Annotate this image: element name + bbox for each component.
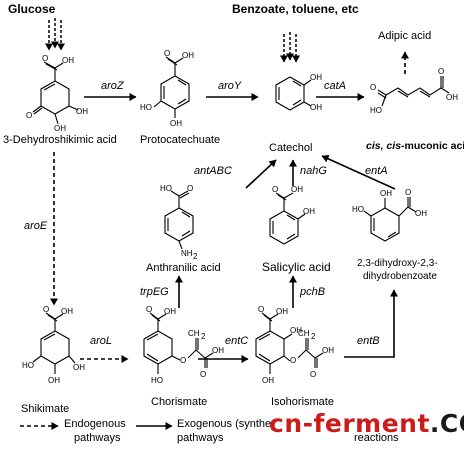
arrow-entA xyxy=(321,155,396,190)
svg-text:OH: OH xyxy=(61,307,73,316)
svg-text:O: O xyxy=(200,370,206,379)
svg-text:O: O xyxy=(26,111,32,120)
benzoate-input-arrows xyxy=(280,32,300,63)
structure-bonds xyxy=(32,56,450,374)
muconic-name: cis, cis-muconic acid xyxy=(366,140,464,152)
enzyme-antABC: antABC xyxy=(194,165,232,177)
enzyme-entB: entB xyxy=(357,335,380,347)
enzyme-aroZ: aroZ xyxy=(101,80,124,92)
svg-text:O: O xyxy=(180,356,186,365)
anthranilic-name: Anthranilic acid xyxy=(146,262,221,274)
dhb-name-line2: dihydrobenzoate xyxy=(363,271,437,282)
legend-reactions: reactions xyxy=(354,432,399,444)
svg-text:HO: HO xyxy=(140,103,152,112)
svg-text:OH: OH xyxy=(73,363,85,372)
adipic-name: Adipic acid xyxy=(378,30,432,42)
svg-text:O: O xyxy=(42,54,48,63)
salicylic-name: Salicylic acid xyxy=(262,260,331,274)
svg-text:O: O xyxy=(272,185,278,194)
svg-text:O: O xyxy=(187,184,193,193)
glucose-input-arrows xyxy=(45,18,65,51)
legend-exogenous-1: Exogenous (synthe xyxy=(177,418,272,430)
svg-text:O: O xyxy=(370,83,376,92)
svg-text:O: O xyxy=(258,305,264,314)
enzyme-aroL: aroL xyxy=(90,335,113,347)
enzyme-entC: entC xyxy=(225,335,249,347)
svg-text:O: O xyxy=(146,305,152,314)
svg-text:O: O xyxy=(164,49,170,58)
svg-text:OH: OH xyxy=(170,119,182,128)
chorismate-name: Chorismate xyxy=(151,396,208,408)
isochorismate-name: Isohorismate xyxy=(271,396,334,408)
svg-text:OH: OH xyxy=(291,185,303,194)
enzyme-aroE: aroE xyxy=(24,220,48,232)
svg-text:2: 2 xyxy=(193,252,198,261)
svg-text:OH: OH xyxy=(76,107,88,116)
svg-text:OH: OH xyxy=(276,307,288,316)
svg-text:OH: OH xyxy=(164,307,176,316)
svg-text:OH: OH xyxy=(290,326,302,335)
dhs-name: 3-Dehydroshikimic acid xyxy=(3,134,117,146)
shikimate-name: Shikimate xyxy=(21,403,70,415)
arrow-entB xyxy=(344,289,398,358)
arrow-antABC xyxy=(245,159,277,189)
benzoate-label: Benzoate, toluene, etc xyxy=(232,2,359,16)
atom-labels: OH O O OH OH OH O HO OH OH OH O HO O OH … xyxy=(22,49,458,385)
svg-text:2: 2 xyxy=(201,332,206,341)
enzyme-entA: entA xyxy=(365,165,388,177)
svg-text:O: O xyxy=(310,370,316,379)
enzyme-trpEG: trpEG xyxy=(140,286,169,298)
svg-text:HO: HO xyxy=(160,184,172,193)
svg-text:OH: OH xyxy=(62,56,74,65)
enzyme-aroY: aroY xyxy=(218,80,242,92)
svg-text:CH: CH xyxy=(188,329,200,338)
svg-text:NH: NH xyxy=(181,249,193,258)
svg-text:OH: OH xyxy=(48,376,60,385)
svg-text:OH: OH xyxy=(322,346,334,355)
svg-text:OH: OH xyxy=(310,103,322,112)
svg-text:O: O xyxy=(438,67,444,76)
svg-text:OH: OH xyxy=(415,209,427,218)
svg-text:OH: OH xyxy=(446,93,458,102)
legend-exogenous-2: pathways xyxy=(177,432,224,444)
svg-text:CH: CH xyxy=(298,329,310,338)
dashed-arrows xyxy=(50,51,409,363)
solid-arrows xyxy=(84,93,398,363)
glucose-label: Glucose xyxy=(8,2,56,16)
svg-text:OH: OH xyxy=(303,207,315,216)
svg-text:OH: OH xyxy=(262,376,274,385)
svg-text:HO: HO xyxy=(352,205,364,214)
svg-text:O: O xyxy=(290,356,296,365)
svg-text:HO: HO xyxy=(370,106,382,115)
svg-text:OH: OH xyxy=(212,346,224,355)
protocatechuate-name: Protocatechuate xyxy=(140,134,221,146)
svg-text:OH: OH xyxy=(182,51,194,60)
svg-text:O: O xyxy=(43,305,49,314)
svg-text:OH: OH xyxy=(310,73,322,82)
legend-endogenous-1: Endogenous xyxy=(64,418,126,430)
watermark: cn-ferment.COM xyxy=(269,409,464,438)
catechol-name: Catechol xyxy=(269,142,313,154)
enzyme-catA: catA xyxy=(324,80,347,92)
svg-text:HO: HO xyxy=(22,361,34,370)
svg-text:2: 2 xyxy=(311,332,316,341)
svg-text:OH: OH xyxy=(380,189,392,198)
enzyme-nahG: nahG xyxy=(300,165,327,177)
svg-text:O: O xyxy=(405,188,411,197)
enzyme-pchB: pchB xyxy=(300,286,326,298)
dhb-name-line1: 2,3-dihydroxy-2,3- xyxy=(357,258,438,269)
svg-text:OH: OH xyxy=(54,124,66,133)
legend-endogenous-2: pathways xyxy=(74,432,121,444)
svg-text:HO: HO xyxy=(151,376,163,385)
